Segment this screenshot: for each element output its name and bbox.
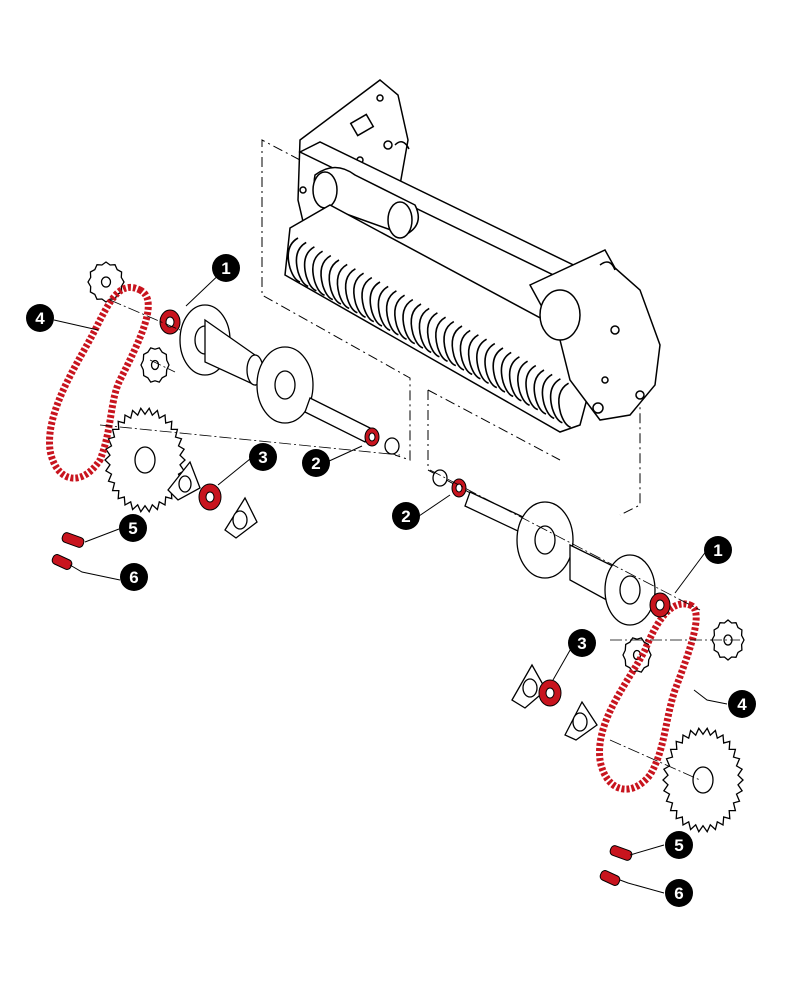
tine <box>492 347 506 393</box>
svg-text:5: 5 <box>128 519 137 538</box>
callout-6-right: 6 <box>665 879 693 907</box>
svg-text:6: 6 <box>674 884 683 903</box>
tine <box>295 241 309 288</box>
tine <box>525 364 539 411</box>
tine <box>558 382 571 428</box>
sprocket-hub <box>692 766 714 794</box>
tine <box>508 356 522 402</box>
tine <box>361 276 375 323</box>
tine <box>385 290 399 336</box>
svg-text:6: 6 <box>129 568 138 587</box>
tine <box>533 369 547 415</box>
connecting-link-5-right <box>609 845 633 861</box>
tine <box>517 360 530 406</box>
svg-text:3: 3 <box>258 448 267 467</box>
svg-text:2: 2 <box>311 454 320 473</box>
highlighted-parts <box>51 309 671 886</box>
callout-4-left: 4 <box>26 304 54 332</box>
callout-6-left: 6 <box>120 563 148 591</box>
sprocket-hub <box>100 276 112 288</box>
tine <box>549 378 563 424</box>
small-sprocket-middle <box>140 347 170 383</box>
callout-2-left: 2 <box>302 449 330 477</box>
tine <box>353 272 366 318</box>
tine <box>410 303 424 349</box>
drive-chain-right <box>596 600 700 793</box>
tine <box>320 254 334 301</box>
tine <box>484 342 498 389</box>
axis-lines <box>99 299 740 781</box>
sprocket-hub <box>150 359 160 371</box>
svg-text:1: 1 <box>221 259 230 278</box>
rotor-tines <box>287 237 571 428</box>
callout-leaders <box>53 267 728 894</box>
right-drive-assembly <box>432 469 745 834</box>
bushing-right <box>432 469 448 487</box>
drive-shaft-right <box>464 491 526 533</box>
tine <box>418 307 432 354</box>
callout-3-left: 3 <box>249 443 277 471</box>
callout-1-right: 1 <box>704 536 732 564</box>
tine <box>443 320 457 367</box>
frame-slot <box>349 113 375 137</box>
tine <box>377 285 391 332</box>
offset-link-6-left <box>51 554 73 570</box>
callout-3-right: 3 <box>568 629 596 657</box>
tine <box>402 298 416 345</box>
offset-link-6-right <box>599 870 621 886</box>
callout-4-right: 4 <box>728 690 756 718</box>
tine <box>287 237 301 283</box>
tine <box>312 250 325 296</box>
svg-text:4: 4 <box>737 695 747 714</box>
tine <box>467 334 481 380</box>
tine <box>435 316 448 362</box>
tine <box>344 268 358 314</box>
svg-text:3: 3 <box>577 634 586 653</box>
large-sprocket-left <box>104 406 186 514</box>
large-sprocket-right <box>662 726 744 834</box>
tine <box>303 246 317 292</box>
svg-text:4: 4 <box>35 309 45 328</box>
tine <box>476 338 489 384</box>
drive-shaft <box>304 397 371 443</box>
callout-5-right: 5 <box>665 831 693 859</box>
sprocket-hub <box>134 446 156 474</box>
tine <box>369 281 383 327</box>
tine <box>426 312 440 358</box>
left-drive-assembly <box>87 261 400 539</box>
svg-text:5: 5 <box>674 836 683 855</box>
tine <box>541 373 555 420</box>
tine <box>500 351 514 398</box>
callout-1-left: 1 <box>212 254 240 282</box>
connecting-link-5-left <box>61 532 85 548</box>
tine <box>459 329 473 376</box>
tine <box>394 294 407 340</box>
pickup-reel-assembly <box>284 79 661 433</box>
svg-text:1: 1 <box>713 541 722 560</box>
callout-bubbles: 1 4 2 3 5 6 2 1 3 4 5 6 <box>26 254 756 907</box>
callout-2-right: 2 <box>392 502 420 530</box>
tine <box>328 259 342 305</box>
tine <box>451 325 465 371</box>
callout-5-left: 5 <box>119 514 147 542</box>
svg-text:2: 2 <box>401 507 410 526</box>
tine <box>336 263 350 310</box>
bushing-left <box>384 437 400 455</box>
